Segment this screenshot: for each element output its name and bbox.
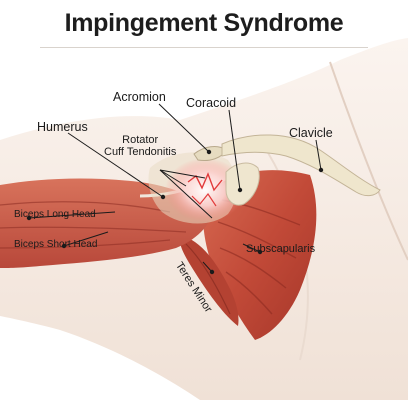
neck-outline xyxy=(329,61,408,261)
clavicle-bone xyxy=(221,134,381,197)
leader-dots xyxy=(26,149,324,275)
label-biceps-long-head: Biceps Long Head xyxy=(14,209,96,220)
label-humerus: Humerus xyxy=(37,120,88,134)
label-acromion: Acromion xyxy=(113,90,166,104)
label-subscapularis: Subscapularis xyxy=(246,243,316,255)
label-rotator-cuff-tendonitis: Rotator Cuff Tendonitis xyxy=(104,134,177,158)
diagram-title: Impingement Syndrome xyxy=(64,9,344,37)
leader-lines xyxy=(28,103,322,273)
teres-minor-muscle xyxy=(179,235,239,326)
coracoid-bone xyxy=(225,162,260,206)
title-divider xyxy=(40,47,368,48)
label-biceps-short-head: Biceps Short Head xyxy=(14,239,98,250)
label-clavicle: Clavicle xyxy=(289,126,333,140)
label-coracoid: Coracoid xyxy=(186,96,237,110)
